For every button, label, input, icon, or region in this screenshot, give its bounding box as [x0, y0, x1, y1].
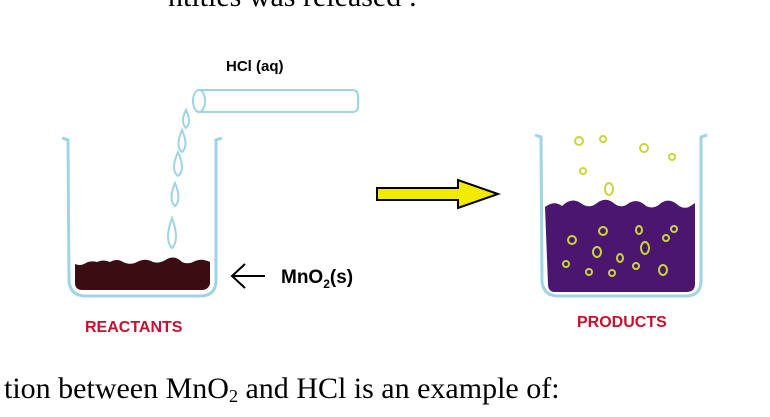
- hcl-label: HCl (aq): [226, 58, 284, 75]
- reaction-arrow-icon: [376, 178, 502, 210]
- solution-bubbles: [562, 225, 678, 277]
- test-tube: [192, 89, 359, 113]
- question-top-text: ntities was released :: [168, 0, 417, 14]
- reactants-beaker: [61, 136, 223, 298]
- reactants-label: REACTANTS: [85, 319, 183, 336]
- gas-bubbles: [574, 135, 676, 196]
- hcl-droplets: [167, 107, 190, 250]
- mno2-label: MnO2(s): [281, 267, 353, 291]
- products-beaker: [534, 133, 708, 298]
- mno2-pointer-arrow: [230, 263, 265, 289]
- question-text: tion between MnO2 and HCl is an example …: [4, 372, 560, 406]
- products-label: PRODUCTS: [577, 314, 667, 331]
